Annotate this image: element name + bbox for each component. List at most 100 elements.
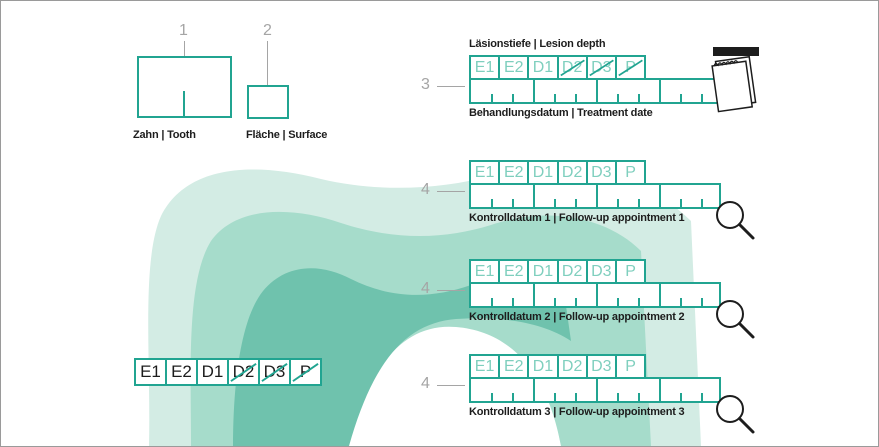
date-tick bbox=[554, 94, 556, 102]
lesion-cell-e2[interactable]: E2 bbox=[498, 160, 529, 185]
date-tick bbox=[491, 298, 493, 306]
magnifier-icon bbox=[713, 198, 757, 247]
lesion-cell-d3[interactable]: D3 bbox=[586, 160, 617, 185]
date-tick bbox=[680, 298, 682, 306]
date-caption: Behandlungsdatum | Treatment date bbox=[469, 108, 653, 119]
date-entry-field[interactable] bbox=[469, 377, 721, 403]
lesion-cell-label: E2 bbox=[504, 263, 524, 281]
lesion-cell-d2[interactable]: D2 bbox=[557, 160, 588, 185]
lesion-cell-d3[interactable]: D3 bbox=[586, 354, 617, 379]
lesion-cell-label: E1 bbox=[475, 164, 495, 182]
lesion-cell-label: D3 bbox=[591, 164, 611, 182]
lesion-cell-label: P bbox=[625, 59, 636, 77]
lesion-cell-label: D1 bbox=[533, 164, 553, 182]
lesion-depth-cells: E1E2D1D2D3 P bbox=[469, 259, 646, 284]
date-caption: Kontrolldatum 2 | Follow-up appointment … bbox=[469, 312, 684, 323]
date-divider bbox=[533, 379, 535, 401]
lesion-cell-label: P bbox=[625, 263, 636, 281]
row-leader bbox=[437, 191, 465, 192]
lesion-cell-d1[interactable]: D1 bbox=[527, 55, 558, 80]
date-tick bbox=[575, 393, 577, 401]
date-tick bbox=[638, 199, 640, 207]
lesion-cell-e1[interactable]: E1 bbox=[469, 160, 500, 185]
date-divider bbox=[659, 80, 661, 102]
date-divider bbox=[533, 284, 535, 306]
lesion-cell-d1[interactable]: D1 bbox=[527, 160, 558, 185]
date-entry-field[interactable] bbox=[469, 78, 721, 104]
lesion-cell-label: E1 bbox=[475, 358, 495, 376]
date-divider bbox=[596, 80, 598, 102]
lesion-cell-e1[interactable]: E1 bbox=[134, 358, 167, 386]
date-entry-field[interactable] bbox=[469, 183, 721, 209]
date-tick bbox=[638, 298, 640, 306]
date-divider bbox=[533, 185, 535, 207]
lesion-cell-e2[interactable]: E2 bbox=[498, 354, 529, 379]
lesion-cell-d1[interactable]: D1 bbox=[196, 358, 229, 386]
date-divider bbox=[596, 284, 598, 306]
lesion-cell-p[interactable]: P bbox=[615, 55, 646, 80]
lesion-cell-e2[interactable]: E2 bbox=[165, 358, 198, 386]
lesion-cell-label: E1 bbox=[140, 362, 161, 382]
date-tick bbox=[491, 393, 493, 401]
date-divider bbox=[659, 185, 661, 207]
lesion-cell-label: E2 bbox=[504, 164, 524, 182]
lesion-cell-e1[interactable]: E1 bbox=[469, 55, 500, 80]
date-divider bbox=[596, 185, 598, 207]
lesion-cell-d3[interactable]: D3 bbox=[586, 55, 617, 80]
date-tick bbox=[554, 393, 556, 401]
lesion-cell-e1[interactable]: E1 bbox=[469, 259, 500, 284]
date-tick bbox=[638, 393, 640, 401]
lesion-cell-e2[interactable]: E2 bbox=[498, 259, 529, 284]
row-leader bbox=[437, 290, 465, 291]
row-number: 3 bbox=[421, 77, 430, 93]
lesion-cell-d2[interactable]: D2 bbox=[557, 354, 588, 379]
date-tick bbox=[512, 393, 514, 401]
lesion-cell-label: D1 bbox=[202, 362, 224, 382]
lesion-cell-d2[interactable]: D2 bbox=[557, 259, 588, 284]
date-tick bbox=[491, 94, 493, 102]
tooth-divider bbox=[183, 91, 185, 118]
lesion-cell-label: E2 bbox=[504, 358, 524, 376]
lesion-cell-e1[interactable]: E1 bbox=[469, 354, 500, 379]
date-entry-field[interactable] bbox=[469, 282, 721, 308]
lesion-cell-e2[interactable]: E2 bbox=[498, 55, 529, 80]
magnifier-icon bbox=[713, 297, 757, 346]
date-tick bbox=[680, 393, 682, 401]
date-tick bbox=[617, 298, 619, 306]
lesion-cell-label: D3 bbox=[591, 59, 611, 77]
date-tick bbox=[701, 298, 703, 306]
date-tick bbox=[617, 94, 619, 102]
date-tick bbox=[575, 199, 577, 207]
lesion-cell-label: E1 bbox=[475, 59, 495, 77]
lesion-depth-label: Läsionstiefe | Lesion depth bbox=[469, 39, 605, 50]
row-number: 4 bbox=[421, 182, 430, 198]
lesion-cell-label: D2 bbox=[562, 358, 582, 376]
row-leader bbox=[437, 86, 465, 87]
date-tick bbox=[680, 94, 682, 102]
lesion-cell-p[interactable]: P bbox=[289, 358, 322, 386]
lesion-cell-label: P bbox=[625, 358, 636, 376]
lesion-cell-label: E2 bbox=[171, 362, 192, 382]
lesion-cell-p[interactable]: P bbox=[615, 354, 646, 379]
lesion-cell-d2[interactable]: D2 bbox=[557, 55, 588, 80]
lesion-cell-label: P bbox=[300, 362, 311, 382]
lesion-cell-d3[interactable]: D3 bbox=[586, 259, 617, 284]
date-tick bbox=[701, 199, 703, 207]
lesion-cell-d1[interactable]: D1 bbox=[527, 259, 558, 284]
notepad-icon bbox=[707, 45, 763, 120]
lesion-cell-d2[interactable]: D2 bbox=[227, 358, 260, 386]
magnifier-icon bbox=[713, 392, 757, 441]
date-divider bbox=[533, 80, 535, 102]
tooth-number: 1 bbox=[179, 23, 188, 39]
lesion-cell-label: D1 bbox=[533, 59, 553, 77]
lesion-cell-p[interactable]: P bbox=[615, 160, 646, 185]
lesion-cell-d3[interactable]: D3 bbox=[258, 358, 291, 386]
lesion-cell-label: D3 bbox=[591, 358, 611, 376]
lesion-cell-d1[interactable]: D1 bbox=[527, 354, 558, 379]
date-tick bbox=[617, 393, 619, 401]
lesion-cell-p[interactable]: P bbox=[615, 259, 646, 284]
lesion-cell-label: D3 bbox=[591, 263, 611, 281]
date-caption: Kontrolldatum 3 | Follow-up appointment … bbox=[469, 407, 684, 418]
